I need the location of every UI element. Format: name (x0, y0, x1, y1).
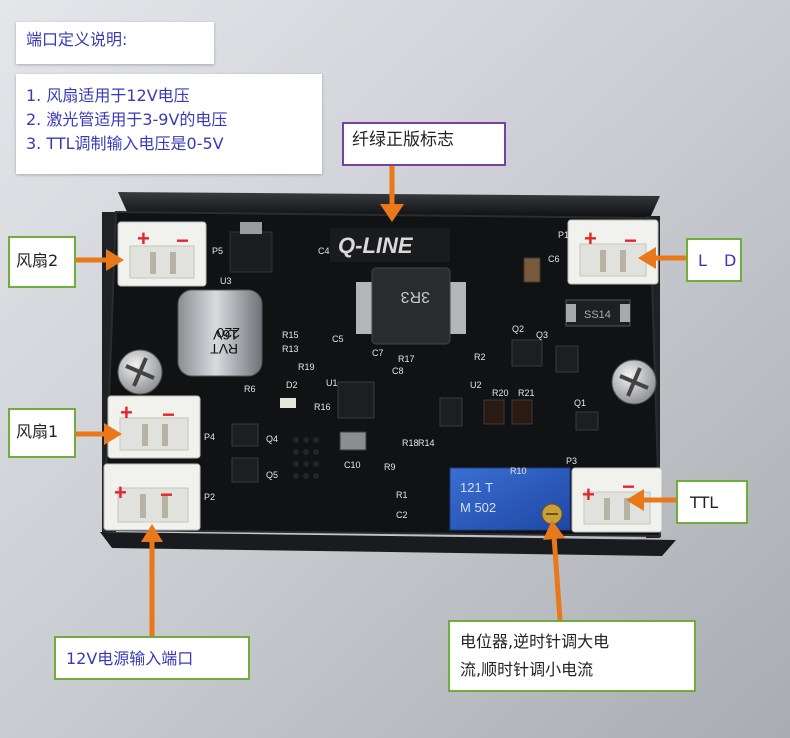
cap-line-3: RVT (210, 341, 238, 357)
svg-text:U1: U1 (326, 378, 338, 388)
svg-text:Q1: Q1 (574, 398, 586, 408)
qline-logo: Q-LINE (330, 228, 450, 262)
svg-text:R6: R6 (244, 384, 256, 394)
svg-text:C2: C2 (396, 510, 408, 520)
svg-text:R16: R16 (314, 402, 331, 412)
silkscreen-labels: P5 U3 C4 C6 P1 R15 R13 R19 C5 C7 R17 C8 … (204, 230, 586, 520)
svg-text:+: + (120, 400, 133, 425)
connector-ld: + − (567, 219, 659, 285)
svg-text:R10: R10 (510, 466, 527, 476)
note-2: 2. 激光管适用于3-9V的电压 (26, 110, 228, 129)
pot-marking-2: M 502 (460, 500, 496, 515)
svg-text:−: − (162, 402, 175, 427)
svg-text:P1: P1 (558, 230, 569, 240)
connector-power: + − (103, 463, 201, 531)
svg-text:U3: U3 (220, 276, 232, 286)
svg-text:P2: P2 (204, 492, 215, 502)
fan1-callout: 风扇1 (8, 408, 76, 458)
svg-text:R13: R13 (282, 344, 299, 354)
svg-text:P5: P5 (212, 246, 223, 256)
title-callout: 端口定义说明: (16, 22, 214, 64)
svg-text:+: + (114, 480, 127, 505)
svg-text:+: + (582, 482, 595, 507)
ttl-label: TTL (690, 493, 719, 512)
diode-marking: SS14 (584, 309, 611, 321)
svg-text:P4: P4 (204, 432, 215, 442)
ttl-callout: TTL (676, 480, 748, 524)
svg-text:C7: C7 (372, 348, 384, 358)
svg-text:U2: U2 (470, 380, 482, 390)
title-text: 端口定义说明: (26, 30, 128, 49)
svg-text:R17: R17 (398, 354, 415, 364)
pot-line-2: 流,顺时针调小电流 (460, 660, 594, 679)
notes-callout: 1. 风扇适用于12V电压 2. 激光管适用于3-9V的电压 3. TTL调制输… (16, 74, 322, 174)
mounting-screw-right (611, 359, 657, 405)
svg-text:+: + (584, 226, 597, 251)
svg-text:Q3: Q3 (536, 330, 548, 340)
via-array (293, 437, 319, 479)
svg-text:R9: R9 (384, 462, 396, 472)
smd-components (231, 257, 599, 483)
mounting-screw-left (117, 349, 163, 395)
svg-text:−: − (160, 482, 173, 507)
pot-marking-1: 121 T (460, 480, 493, 495)
svg-text:R15: R15 (282, 330, 299, 340)
svg-text:−: − (176, 228, 189, 253)
voltage-regulator (229, 222, 273, 273)
svg-text:+: + (137, 226, 150, 251)
svg-text:−: − (624, 228, 637, 253)
fan2-label: 风扇2 (16, 251, 59, 270)
logo-callout-text: 纤绿正版标志 (352, 130, 454, 150)
svg-text:Q5: Q5 (266, 470, 278, 480)
status-led (280, 398, 296, 408)
svg-text:Q4: Q4 (266, 434, 278, 444)
inductor: 3R3 (356, 267, 466, 345)
svg-text:C6: C6 (548, 254, 560, 264)
note-3: 3. TTL调制输入电压是0-5V (26, 134, 224, 153)
ld-label: L D (698, 251, 743, 270)
potentiometer-callout: 电位器,逆时针调大电 流,顺时针调小电流 (448, 620, 696, 692)
potentiometer: 121 T M 502 (449, 467, 571, 531)
qline-logo-text: Q-LINE (338, 233, 414, 258)
fan2-callout: 风扇2 (8, 236, 76, 288)
fan1-label: 风扇1 (16, 422, 59, 441)
svg-text:R18: R18 (402, 438, 419, 448)
power-label: 12V电源输入端口 (66, 649, 194, 668)
schottky-diode: SS14 (565, 299, 631, 327)
inductor-marking: 3R3 (401, 288, 430, 305)
connector-fan1: + − (107, 395, 201, 459)
svg-text:R21: R21 (518, 388, 535, 398)
svg-text:R1: R1 (396, 490, 408, 500)
electrolytic-capacitor: 220 16V RVT (177, 289, 263, 377)
connector-fan2: + − (117, 221, 207, 287)
svg-text:D2: D2 (286, 380, 298, 390)
logo-callout: 纤绿正版标志 (342, 122, 506, 166)
ld-callout: L D (686, 238, 742, 282)
svg-text:R20: R20 (492, 388, 509, 398)
svg-text:C8: C8 (392, 366, 404, 376)
pot-line-1: 电位器,逆时针调大电 (460, 632, 610, 651)
cap-line-2: 16V (212, 327, 238, 343)
svg-text:C5: C5 (332, 334, 344, 344)
power-callout: 12V电源输入端口 (54, 636, 250, 680)
svg-text:C10: C10 (344, 460, 361, 470)
svg-text:C4: C4 (318, 246, 330, 256)
callout-arrows (76, 166, 686, 636)
svg-text:R19: R19 (298, 362, 315, 372)
note-1: 1. 风扇适用于12V电压 (26, 86, 190, 105)
cap-line-1: 220 (216, 325, 240, 341)
svg-text:−: − (622, 474, 635, 499)
svg-text:Q2: Q2 (512, 324, 524, 334)
svg-text:R14: R14 (418, 438, 435, 448)
svg-text:P3: P3 (566, 456, 577, 466)
svg-text:R2: R2 (474, 352, 486, 362)
